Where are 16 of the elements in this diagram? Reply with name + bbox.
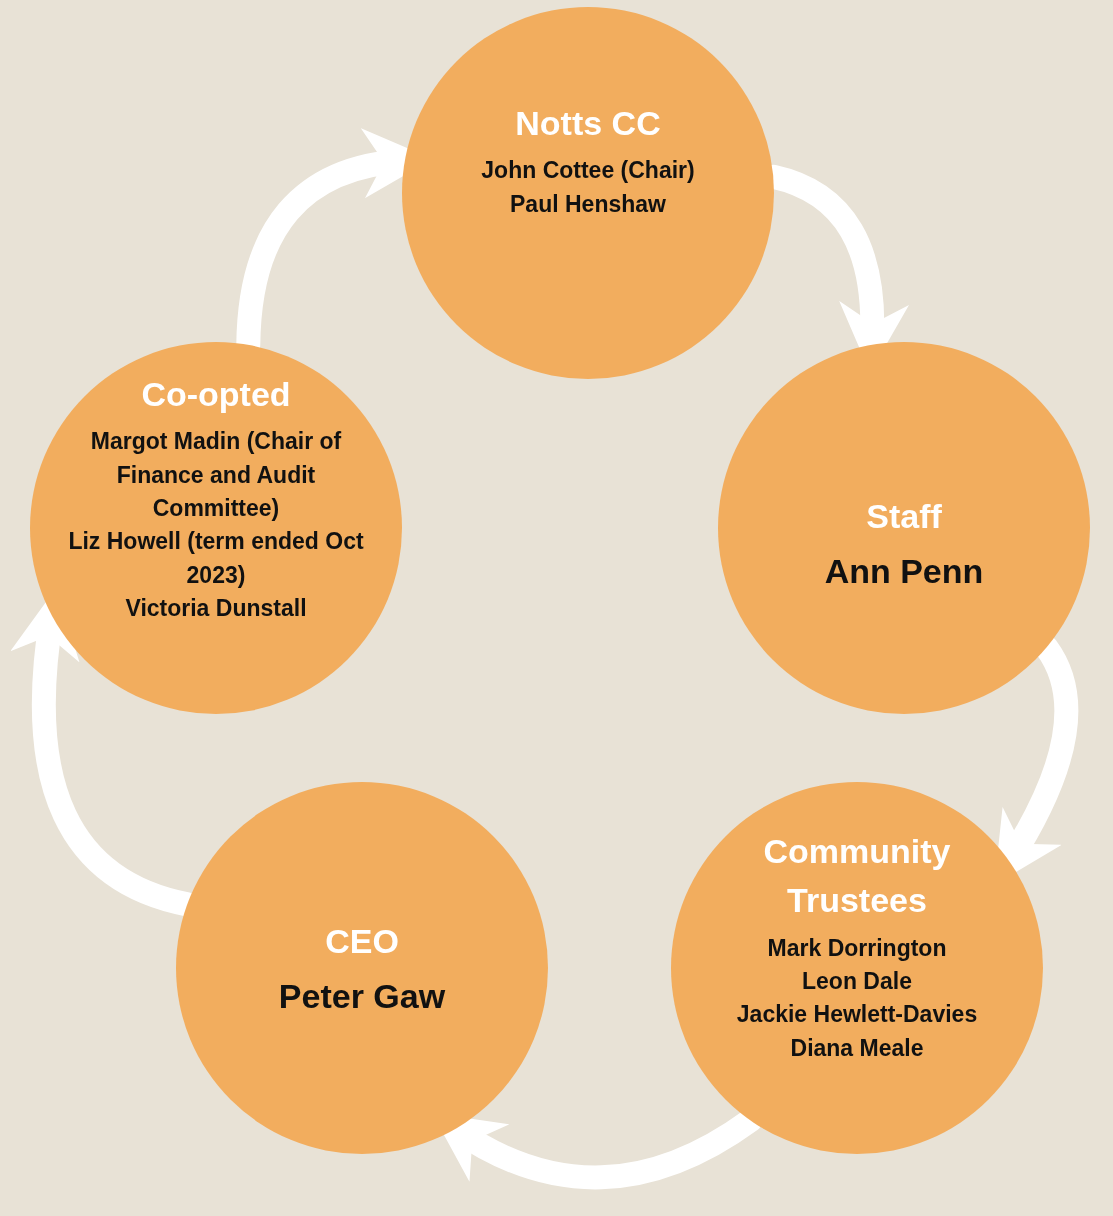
group-heading: Notts CC: [515, 103, 661, 144]
member-name: Diana Meale: [790, 1033, 924, 1063]
member-name: John Cottee (Chair): [481, 156, 695, 186]
group-heading: Staff: [866, 496, 942, 537]
member-name: Jackie Hewlett-Davies: [736, 1000, 978, 1030]
member-name: Peter Gaw: [278, 976, 446, 1018]
member-name: Leon Dale: [802, 966, 912, 996]
group-heading: Co-opted: [141, 374, 291, 415]
member-name: Margot Madin (Chair of Finance and Audit Committee): [89, 427, 343, 523]
member-name: Mark Dorrington: [767, 933, 947, 963]
group-heading: Community Trustees: [762, 831, 952, 922]
member-name: Ann Penn: [824, 551, 984, 593]
member-name: Liz Howell (term ended Oct 2023): [67, 527, 365, 590]
member-name: Victoria Dunstall: [125, 594, 307, 623]
group-heading: CEO: [325, 921, 399, 962]
member-name: Paul Henshaw: [510, 189, 666, 219]
